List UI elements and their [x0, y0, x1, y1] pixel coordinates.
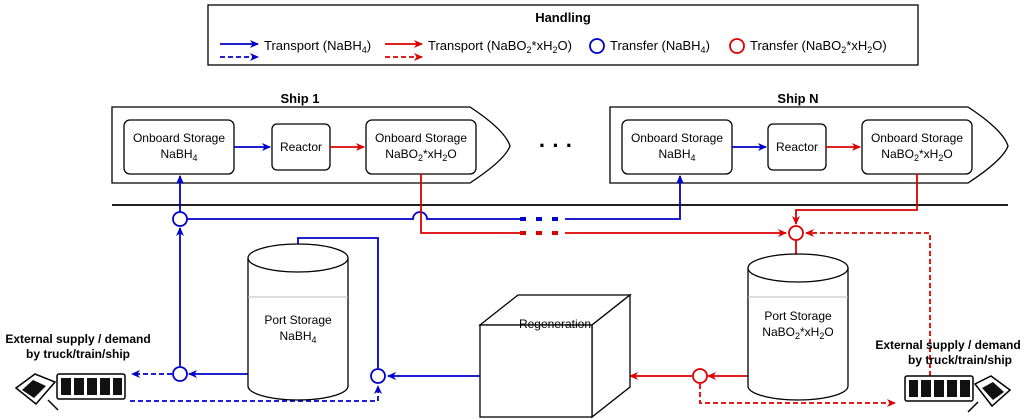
ship-n-onboard-storage-nabo2 [861, 119, 973, 175]
external-right-line1: External supply / demand [875, 338, 1020, 352]
transfer-node-ship-side [172, 211, 188, 227]
ship-1-storage-a-label: Onboard Storage [133, 131, 225, 145]
external-left-line1: External supply / demand [5, 332, 150, 346]
port-storage-nabh4-formula: NaBH4 [279, 329, 316, 345]
legend-transfer-nabh4: Transfer (NaBH4) [610, 38, 710, 55]
legend-transfer-nabo2: Transfer (NaBO2*xH2O) [750, 38, 887, 55]
legend-transport-nabh4: Transport (NaBH4) [264, 38, 371, 55]
port-storage-nabh4: Port Storage NaBH4 [247, 243, 349, 401]
external-right: External supply / demand by truck/train/… [875, 338, 1021, 413]
ship-n-storage-a-formula: NaBH4 [658, 147, 695, 163]
arrow-external-to-junction [130, 385, 382, 402]
blue-line-to-ship-n-b [565, 175, 684, 220]
ship-n-storage-a-label: Onboard Storage [631, 131, 723, 145]
ship-n-storage-b-label: Onboard Storage [871, 131, 963, 145]
ship-1: Ship 1 Onboard Storage NaBH4 Reactor Onb… [111, 91, 511, 184]
ship-n: Ship N Onboard Storage NaBH4 Reactor Onb… [609, 91, 1009, 184]
blue-line-to-ship-n-a [187, 211, 520, 220]
regeneration-unit: Regeneration [478, 293, 632, 419]
external-left-line2: by truck/train/ship [26, 347, 130, 361]
port-storage-nabo2: Port Storage NaBO2*xH2O [747, 253, 849, 401]
ship-n-reactor-label: Reactor [776, 140, 818, 154]
legend: Handling Transport (NaBH4) Transport (Na… [207, 4, 919, 66]
regeneration-label: Regeneration [519, 317, 591, 331]
ship-1-storage-b-label: Onboard Storage [375, 131, 467, 145]
transfer-node-port-red [692, 368, 708, 384]
ship-1-storage-a-formula: NaBH4 [160, 147, 197, 163]
legend-frame [207, 4, 919, 66]
red-line-from-ship-n [792, 174, 918, 225]
ship-1-reactor-label: Reactor [280, 140, 322, 154]
truck-left-icon [14, 373, 126, 411]
external-right-line2: by truck/train/ship [908, 353, 1012, 367]
transfer-node-ship-side-red [788, 225, 804, 241]
ship-1-storage-b-formula: NaBO2*xH2O [385, 147, 456, 163]
legend-title: Handling [535, 10, 591, 25]
transfer-node-port-storage [370, 368, 386, 384]
ship-n-storage-b-formula: NaBO2*xH2O [881, 147, 952, 163]
between-ships-ellipsis: · · · [539, 133, 573, 158]
legend-transfer-nabh4-icon [589, 38, 605, 54]
port-storage-nabo2-formula: NaBO2*xH2O [762, 325, 833, 341]
red-line-from-ship-1-a [420, 174, 520, 234]
port-storage-nabo2-label: Port Storage [764, 309, 832, 323]
transfer-node-external-left [172, 366, 188, 382]
legend-transport-nabo2: Transport (NaBO2*xH2O) [428, 38, 572, 55]
legend-transfer-nabo2-icon [729, 38, 745, 54]
port-storage-nabh4-label: Port Storage [264, 313, 332, 327]
arrow-to-external-right [699, 384, 896, 407]
truck-right-icon [904, 375, 1012, 413]
ship-n-title: Ship N [777, 91, 818, 106]
external-left: External supply / demand by truck/train/… [5, 332, 151, 411]
arrow-external-right-to-junction [805, 229, 931, 400]
ship-1-onboard-storage-nabo2 [365, 119, 477, 175]
ship-1-title: Ship 1 [280, 91, 319, 106]
